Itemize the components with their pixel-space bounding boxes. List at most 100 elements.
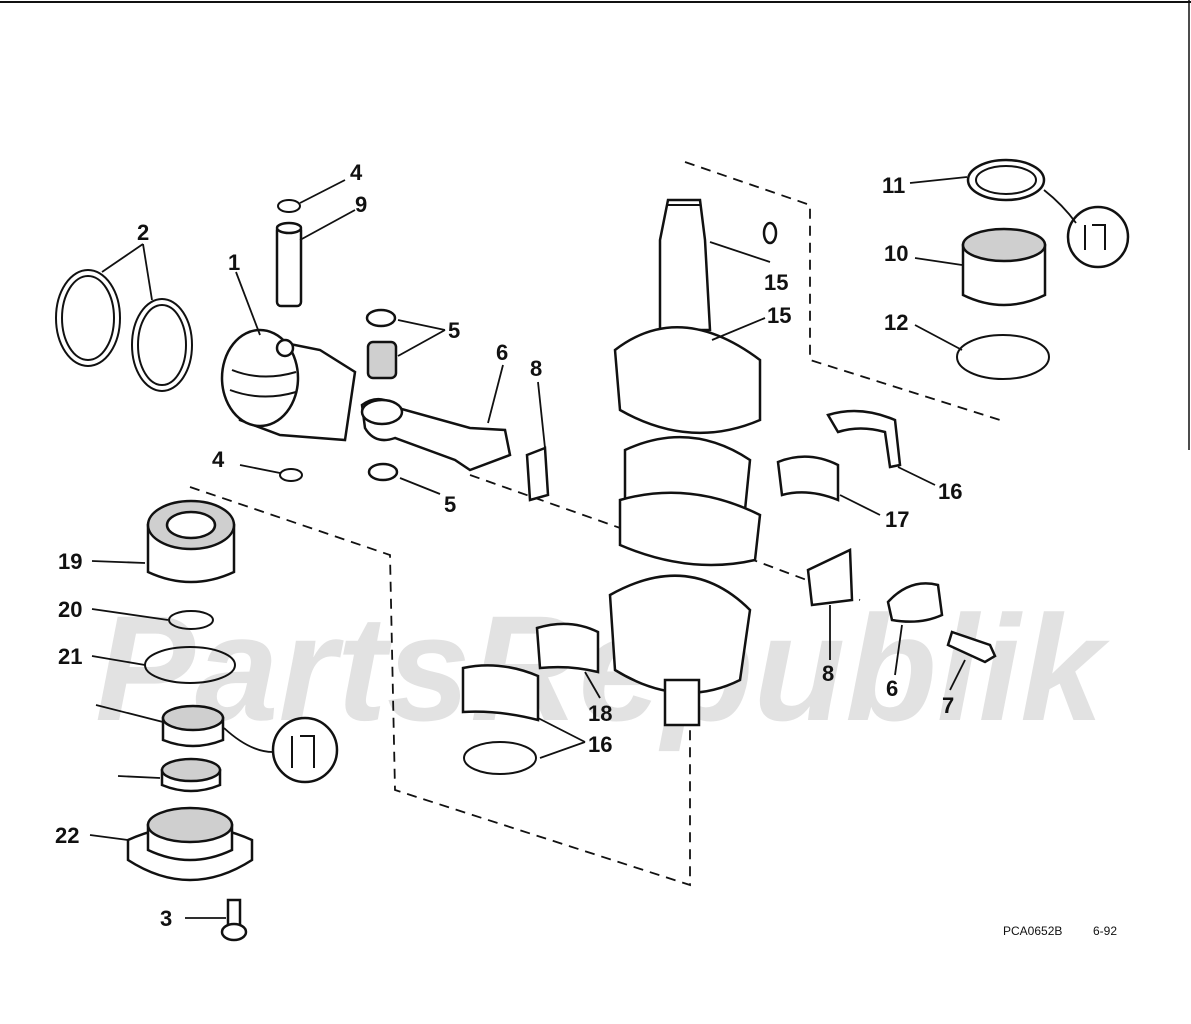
reference-code: PCA0652B	[1003, 924, 1062, 938]
needle-bearing-set	[365, 308, 399, 482]
crankshaft-upper-journal	[658, 198, 712, 332]
callout-9: 9	[355, 192, 367, 217]
piston-groove-1	[231, 369, 297, 378]
rod-cap	[886, 582, 944, 623]
bearing-half-upper-16	[776, 455, 840, 502]
piston-pin	[275, 199, 303, 482]
thrust-washer-top	[365, 308, 397, 328]
leader-2b	[142, 243, 153, 301]
callout-11: 11	[882, 173, 905, 198]
piston-ring-1	[55, 269, 121, 367]
leader-21-symbol	[223, 727, 274, 753]
leader-13	[709, 241, 771, 263]
piston-pin-clip-bottom	[279, 468, 303, 482]
crankshaft-lower-journal	[663, 678, 701, 727]
ball-bearing-bore	[165, 510, 217, 540]
piston	[220, 328, 357, 442]
upper-seal-ring-inner	[975, 165, 1037, 195]
leader-8a	[537, 381, 546, 449]
callout-14: 15	[767, 303, 791, 328]
retainer-half-upper-15	[826, 409, 902, 469]
callout-3: 3	[160, 906, 172, 931]
callout-4-bottom: 4	[212, 447, 225, 472]
leader-6a	[487, 364, 504, 424]
rod-bearing-cage-lower	[806, 548, 854, 607]
callout-6-bottom: 6	[886, 676, 898, 701]
leader-5a-2	[397, 329, 446, 357]
seal-21-top	[161, 704, 225, 732]
connecting-rod-small-end	[360, 398, 404, 426]
thrust-washer-bottom	[367, 462, 399, 482]
callout-15-right: 16	[938, 479, 962, 504]
housing-screw-head	[220, 922, 248, 942]
leader-6b	[894, 624, 903, 676]
sealant-icon-upper	[1084, 224, 1106, 250]
leader-11	[909, 176, 968, 184]
leader-10	[914, 257, 963, 266]
woodruff-key	[762, 221, 778, 245]
piston-pin-boss	[275, 338, 295, 358]
upper-main-bearing-set	[956, 158, 1050, 380]
leader-14	[711, 317, 766, 341]
lower-bearing-housing-top	[146, 806, 234, 844]
callout-6-top: 6	[496, 340, 508, 365]
callout-8-top: 8	[530, 356, 542, 381]
sealant-icon-lower	[291, 735, 315, 768]
leader-1	[235, 271, 261, 336]
leader-lines	[89, 176, 1077, 919]
leader-11-symbol	[1043, 189, 1077, 224]
leader-4b	[239, 464, 281, 474]
sealant-symbol-upper	[1066, 205, 1130, 269]
rod-bearing-cages	[525, 446, 854, 607]
sealant-symbol-lower-circle	[271, 716, 339, 784]
snap-ring-18	[168, 610, 214, 630]
leader-12	[914, 324, 963, 351]
leader-5b	[399, 477, 441, 495]
lower-dash-line	[189, 486, 691, 887]
leader-17	[91, 560, 146, 564]
bearing-half-lower-16	[535, 622, 600, 674]
callout-18: 20	[58, 597, 82, 622]
piston-pin-end	[275, 221, 303, 235]
leader-4a	[299, 179, 346, 204]
leader-2a	[101, 243, 144, 273]
leader-7	[949, 659, 966, 691]
callout-13: 15	[764, 270, 788, 295]
crankshaft-web-4	[608, 574, 752, 695]
piston-ring-1-inner	[61, 275, 115, 361]
rod-bolt	[946, 630, 997, 664]
callout-5-bottom: 5	[444, 492, 456, 517]
upper-retaining-ring	[956, 334, 1050, 380]
callout-2: 2	[137, 220, 149, 245]
callout-19: 21	[58, 644, 82, 669]
leader-15b-1	[537, 717, 586, 743]
piston-pin-clip-top	[277, 199, 301, 213]
seal-22-top	[160, 757, 222, 783]
sealant-symbol-lower	[271, 716, 339, 784]
leader-19	[91, 655, 146, 666]
callout-8-bottom: 8	[822, 661, 834, 686]
piston-rings	[55, 269, 193, 392]
watermark: PartsRepublik	[95, 584, 1110, 752]
lower-bearing-stack	[126, 499, 254, 942]
crankshaft-web-1	[613, 326, 762, 435]
leader-5a-1	[397, 319, 446, 331]
rod-cap-and-bolt	[886, 582, 997, 664]
upper-roller-bearing-top	[961, 227, 1047, 263]
reference-block: PCA0652B 6-92	[1003, 924, 1117, 938]
callout-15-left: 16	[588, 732, 612, 757]
piston-groove-2	[229, 389, 297, 398]
callout-16-left: 18	[588, 701, 612, 726]
leader-9	[299, 209, 356, 241]
leader-21	[95, 704, 164, 723]
leader-18	[91, 608, 169, 621]
leader-15b-2	[539, 741, 586, 759]
callout-10: 10	[884, 241, 908, 266]
callout-12: 12	[884, 310, 908, 335]
rod-dash-line	[469, 474, 641, 536]
sealant-symbol-upper-circle	[1066, 205, 1130, 269]
callout-16-right: 17	[885, 507, 909, 532]
reference-date: 6-92	[1093, 924, 1117, 938]
